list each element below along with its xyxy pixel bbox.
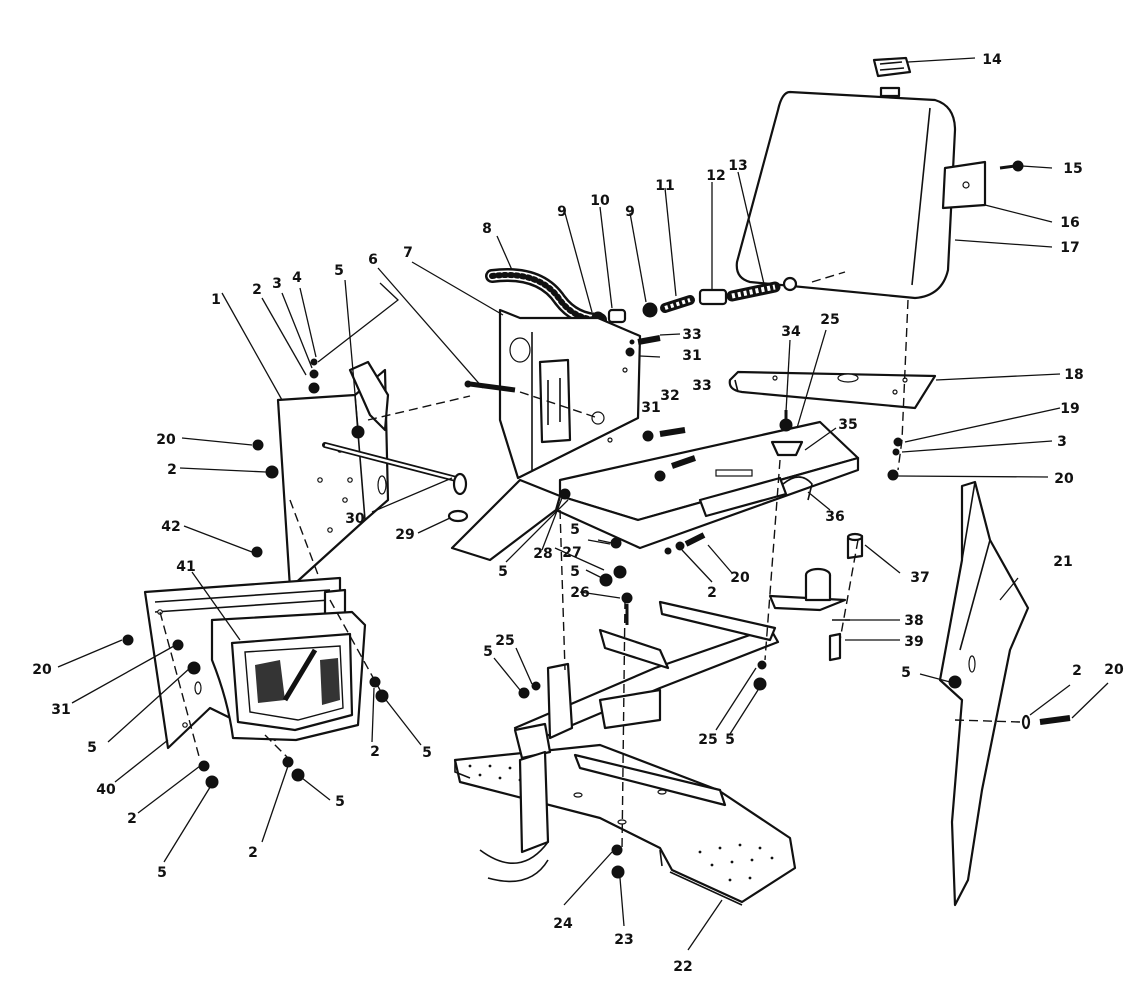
callout-28: 28 [533, 546, 552, 562]
callout-26: 26 [570, 585, 589, 601]
callout-33: 33 [692, 378, 711, 394]
right-fender-shield [938, 480, 1030, 907]
callout-42: 42 [161, 519, 180, 535]
fuel-line-assembly [485, 268, 846, 327]
callout-25: 25 [698, 732, 717, 748]
callout-32: 32 [660, 388, 679, 404]
callout-37: 37 [910, 570, 929, 586]
assembly-alignment-lines [159, 299, 1021, 851]
callout-20: 20 [730, 570, 750, 586]
callout-4: 4 [292, 270, 302, 286]
callout-5: 5 [335, 794, 345, 810]
callout-labels: 1 2 3 4 5 6 7 8 9 10 9 11 12 13 14 15 16… [32, 52, 1124, 975]
callout-3: 3 [1057, 434, 1067, 450]
callout-20: 20 [1054, 471, 1074, 487]
callout-9: 9 [625, 204, 635, 220]
hardware [122, 160, 1071, 879]
parts-layer [122, 56, 1071, 907]
callout-41: 41 [176, 559, 195, 575]
callout-20: 20 [156, 432, 176, 448]
callout-31: 31 [51, 702, 70, 718]
callout-33: 33 [682, 327, 701, 343]
callout-5: 5 [334, 263, 344, 279]
callout-7: 7 [403, 245, 413, 261]
callout-25: 25 [495, 633, 514, 649]
left-upright-bracket [276, 360, 390, 590]
callout-2: 2 [127, 811, 137, 827]
callout-5: 5 [498, 564, 508, 580]
callout-14: 14 [982, 52, 1002, 68]
callout-36: 36 [825, 509, 844, 525]
callout-2: 2 [252, 282, 262, 298]
callout-22: 22 [673, 959, 692, 975]
headlight-assembly [210, 610, 367, 742]
callout-19: 19 [1060, 401, 1079, 417]
tank-mounting-plate [728, 370, 937, 410]
callout-2: 2 [1072, 663, 1082, 679]
callout-5: 5 [422, 745, 432, 761]
callout-1: 1 [211, 292, 221, 308]
callout-21: 21 [1053, 554, 1072, 570]
callout-5: 5 [901, 665, 911, 681]
callout-15: 15 [1063, 161, 1082, 177]
callout-24: 24 [553, 916, 573, 932]
side-frame-panel [498, 308, 642, 480]
callout-39: 39 [904, 634, 923, 650]
callout-38: 38 [904, 613, 923, 629]
fuel-tank [735, 86, 987, 300]
floorboard-right-tread [698, 843, 774, 882]
callout-5: 5 [87, 740, 97, 756]
callout-16: 16 [1060, 215, 1079, 231]
callout-9: 9 [557, 204, 567, 220]
callout-31: 31 [682, 348, 701, 364]
callout-10: 10 [590, 193, 610, 209]
callout-5: 5 [157, 865, 167, 881]
callout-29: 29 [395, 527, 414, 543]
callout-5: 5 [725, 732, 735, 748]
callout-20: 20 [1104, 662, 1124, 678]
callout-18: 18 [1064, 367, 1083, 383]
callout-8: 8 [482, 221, 492, 237]
callout-13: 13 [728, 158, 747, 174]
callout-2: 2 [167, 462, 177, 478]
callout-5: 5 [483, 644, 493, 660]
bushing-and-bolts [828, 532, 864, 662]
callout-23: 23 [614, 932, 633, 948]
callout-2: 2 [707, 585, 717, 601]
callout-12: 12 [706, 168, 725, 184]
lower-frame [479, 567, 847, 883]
callout-3: 3 [272, 276, 282, 292]
callout-34: 34 [781, 324, 801, 340]
callout-25: 25 [820, 312, 839, 328]
callout-40: 40 [96, 782, 116, 798]
callout-17: 17 [1060, 240, 1079, 256]
callout-5: 5 [570, 522, 580, 538]
callout-5: 5 [570, 564, 580, 580]
callout-11: 11 [655, 178, 674, 194]
callout-2: 2 [248, 845, 258, 861]
callout-2: 2 [370, 744, 380, 760]
fuel-cap [872, 56, 912, 78]
callout-27: 27 [562, 545, 581, 561]
control-rod [322, 442, 469, 523]
callout-6: 6 [368, 252, 378, 268]
leader-lines [57, 57, 1109, 951]
callout-35: 35 [838, 417, 857, 433]
callout-20: 20 [32, 662, 52, 678]
callout-31: 31 [641, 400, 660, 416]
callout-30: 30 [345, 511, 365, 527]
